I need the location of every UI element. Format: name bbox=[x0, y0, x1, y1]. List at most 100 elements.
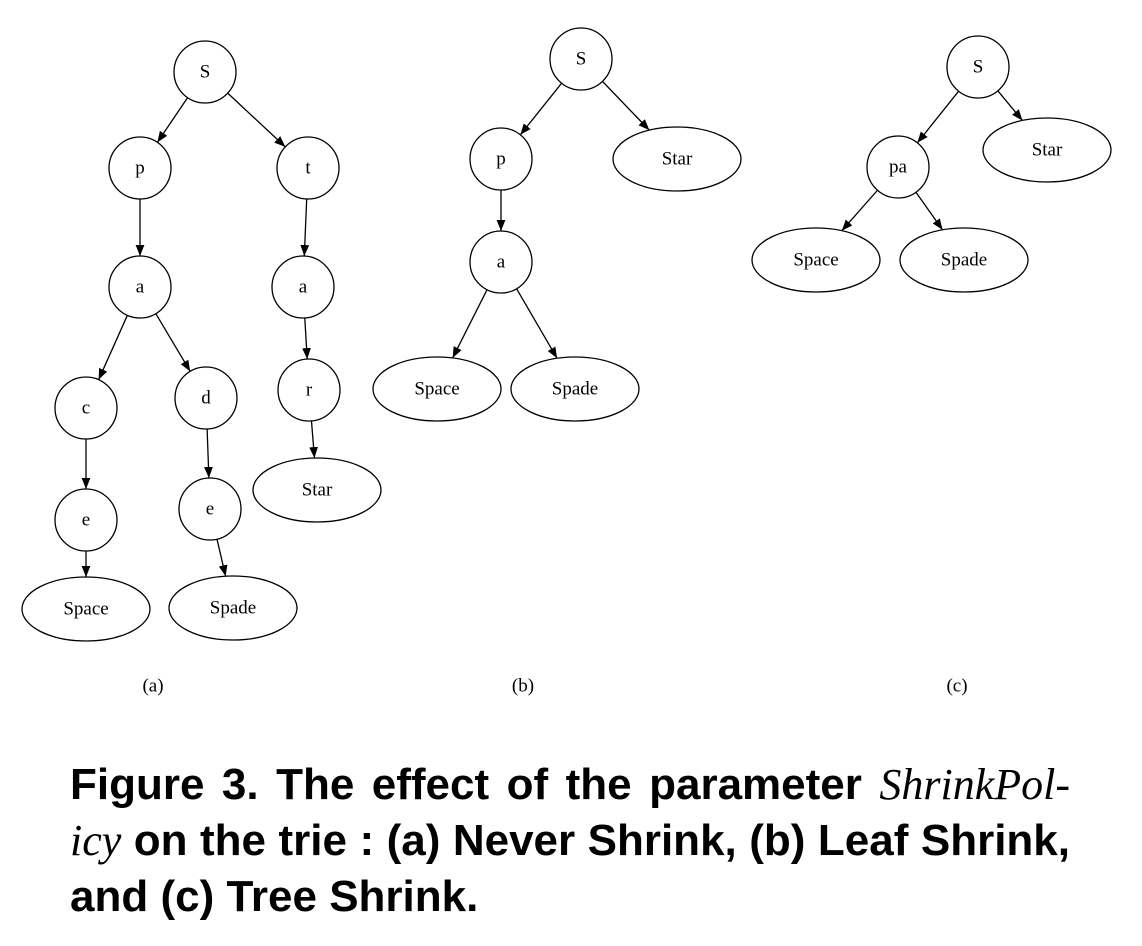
node-a_r-shape bbox=[277, 358, 341, 422]
node-c_s-shape bbox=[946, 35, 1010, 99]
edge-a_r-to-a_star bbox=[309, 420, 318, 459]
node-b_a-shape bbox=[469, 230, 533, 294]
node-b_p-label: p bbox=[496, 149, 506, 170]
caption-parameter-part1: ShrinkPol- bbox=[879, 760, 1070, 809]
panel-label-2: (c) bbox=[946, 676, 967, 697]
node-a_e2: e bbox=[178, 477, 242, 541]
panel-label-0: (a) bbox=[142, 676, 163, 697]
node-a_p-shape bbox=[108, 136, 172, 200]
node-a_d-shape bbox=[174, 366, 238, 430]
node-a_d: d bbox=[174, 366, 238, 430]
edge-a_a2-to-a_r bbox=[302, 317, 311, 360]
node-a_r-label: r bbox=[306, 380, 313, 401]
node-a_spade-label: Spade bbox=[210, 598, 256, 619]
panel-labels-layer: (a) (b) (c) bbox=[142, 676, 967, 697]
edge-c_pa-to-c_spade bbox=[915, 191, 944, 231]
edge-b_a-to-b_space bbox=[452, 289, 488, 359]
edge-a_e2-to-a_spade bbox=[216, 539, 228, 577]
node-a_star-label: Star bbox=[302, 480, 333, 501]
edge-a_t-to-a_a2 bbox=[300, 198, 310, 257]
node-a_r: r bbox=[277, 358, 341, 422]
node-c_space-label: Space bbox=[793, 250, 838, 271]
edge-b_s-to-b_p bbox=[519, 82, 563, 136]
node-a_e1-label: e bbox=[82, 510, 90, 531]
node-a_a1: a bbox=[108, 255, 172, 319]
node-c_star: Star bbox=[982, 117, 1112, 183]
node-c_pa-label: pa bbox=[889, 157, 908, 178]
node-b_s-shape bbox=[549, 27, 613, 91]
node-c_space: Space bbox=[751, 227, 881, 293]
node-a_e1: e bbox=[54, 488, 118, 552]
node-a_e1-shape bbox=[54, 488, 118, 552]
edge-a_a1-to-a_c bbox=[98, 315, 128, 380]
edge-a_s-to-a_t bbox=[227, 92, 286, 148]
node-a_c-shape bbox=[54, 376, 118, 440]
node-b_s-label: S bbox=[576, 49, 587, 70]
node-b_star-label: Star bbox=[662, 149, 693, 170]
node-a_t-label: t bbox=[305, 158, 311, 179]
caption-parameter-part2: icy bbox=[70, 816, 122, 865]
node-c_space-shape bbox=[751, 227, 881, 293]
edge-b_a-to-b_spade bbox=[516, 288, 558, 359]
node-c_spade-label: Spade bbox=[941, 250, 987, 271]
node-b_space: Space bbox=[372, 356, 502, 422]
edge-c_s-to-c_star bbox=[997, 90, 1023, 121]
node-a_spade: Spade bbox=[168, 575, 298, 641]
node-a_a2-shape bbox=[271, 255, 335, 319]
node-b_star: Star bbox=[612, 126, 742, 192]
node-b_space-shape bbox=[372, 356, 502, 422]
node-b_a: a bbox=[469, 230, 533, 294]
node-a_e2-label: e bbox=[206, 499, 214, 520]
node-a_p: p bbox=[108, 136, 172, 200]
node-b_spade: Spade bbox=[510, 356, 640, 422]
node-c_s: S bbox=[946, 35, 1010, 99]
node-a_t-shape bbox=[276, 136, 340, 200]
node-a_space-label: Space bbox=[63, 599, 108, 620]
node-a_a2: a bbox=[271, 255, 335, 319]
caption-lead: Figure 3. The effect of the parameter bbox=[70, 760, 880, 809]
node-b_a-label: a bbox=[497, 252, 506, 273]
node-a_star-shape bbox=[252, 457, 382, 523]
node-a_c: c bbox=[54, 376, 118, 440]
node-b_p-shape bbox=[469, 127, 533, 191]
node-a_spade-shape bbox=[168, 575, 298, 641]
node-a_t: t bbox=[276, 136, 340, 200]
node-b_space-label: Space bbox=[414, 379, 459, 400]
edges-layer bbox=[81, 80, 1023, 577]
edge-c_s-to-c_pa bbox=[916, 90, 960, 144]
node-c_pa: pa bbox=[866, 135, 930, 199]
node-a_a2-label: a bbox=[299, 277, 308, 298]
node-b_p: p bbox=[469, 127, 533, 191]
edge-a_a1-to-a_d bbox=[155, 313, 191, 372]
node-c_pa-shape bbox=[866, 135, 930, 199]
node-c_star-label: Star bbox=[1032, 140, 1063, 161]
node-a_e2-shape bbox=[178, 477, 242, 541]
edge-b_s-to-b_star bbox=[601, 80, 650, 131]
edge-c_pa-to-c_space bbox=[841, 189, 878, 232]
node-a_a1-shape bbox=[108, 255, 172, 319]
node-a_c-label: c bbox=[82, 398, 90, 419]
node-b_spade-label: Spade bbox=[552, 379, 598, 400]
node-a_s: S bbox=[173, 40, 237, 104]
node-b_s: S bbox=[549, 27, 613, 91]
node-c_spade-shape bbox=[899, 227, 1029, 293]
node-a_space-shape bbox=[21, 576, 151, 642]
node-a_star: Star bbox=[252, 457, 382, 523]
node-c_spade: Spade bbox=[899, 227, 1029, 293]
node-c_s-label: S bbox=[973, 57, 984, 78]
edge-a_s-to-a_p bbox=[156, 97, 189, 143]
node-a_s-shape bbox=[173, 40, 237, 104]
node-c_star-shape bbox=[982, 117, 1112, 183]
node-a_space: Space bbox=[21, 576, 151, 642]
node-a_d-label: d bbox=[201, 388, 211, 409]
node-a_s-label: S bbox=[200, 62, 211, 83]
node-b_spade-shape bbox=[510, 356, 640, 422]
node-a_p-label: p bbox=[135, 158, 145, 179]
node-b_star-shape bbox=[612, 126, 742, 192]
node-a_a1-label: a bbox=[136, 277, 145, 298]
panel-label-1: (b) bbox=[512, 676, 534, 697]
figure-caption: Figure 3. The effect of the parameter Sh… bbox=[70, 757, 1070, 925]
edge-a_d-to-a_e2 bbox=[204, 428, 213, 479]
